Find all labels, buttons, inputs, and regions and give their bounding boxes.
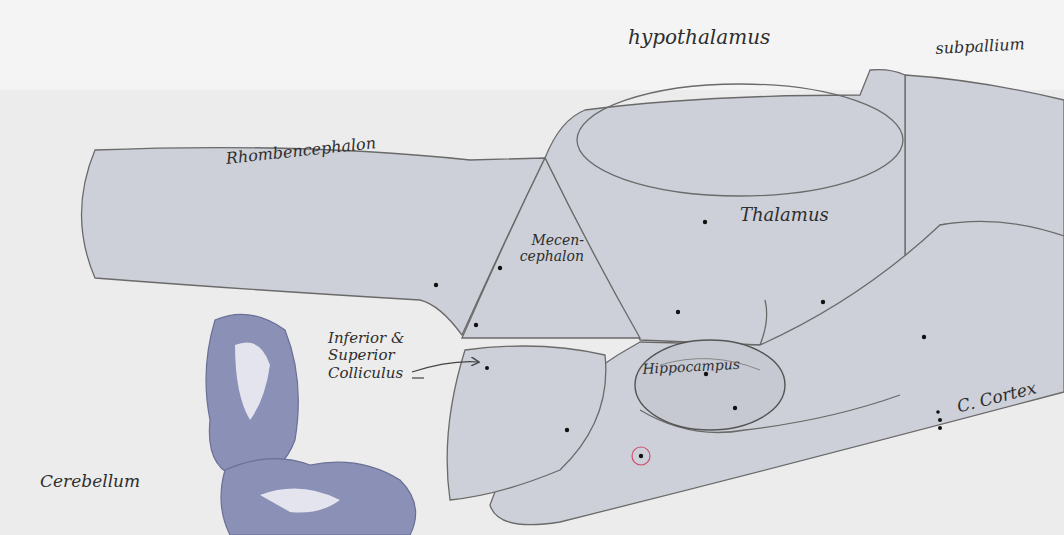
region-label: Thalamus bbox=[740, 205, 829, 226]
region-label: Mecen- cephalon bbox=[512, 232, 584, 264]
region-label: Inferior & Superior Colliculus bbox=[328, 330, 410, 382]
region-label: hypothalamus bbox=[628, 26, 770, 49]
region-label: Cerebellum bbox=[40, 472, 140, 492]
